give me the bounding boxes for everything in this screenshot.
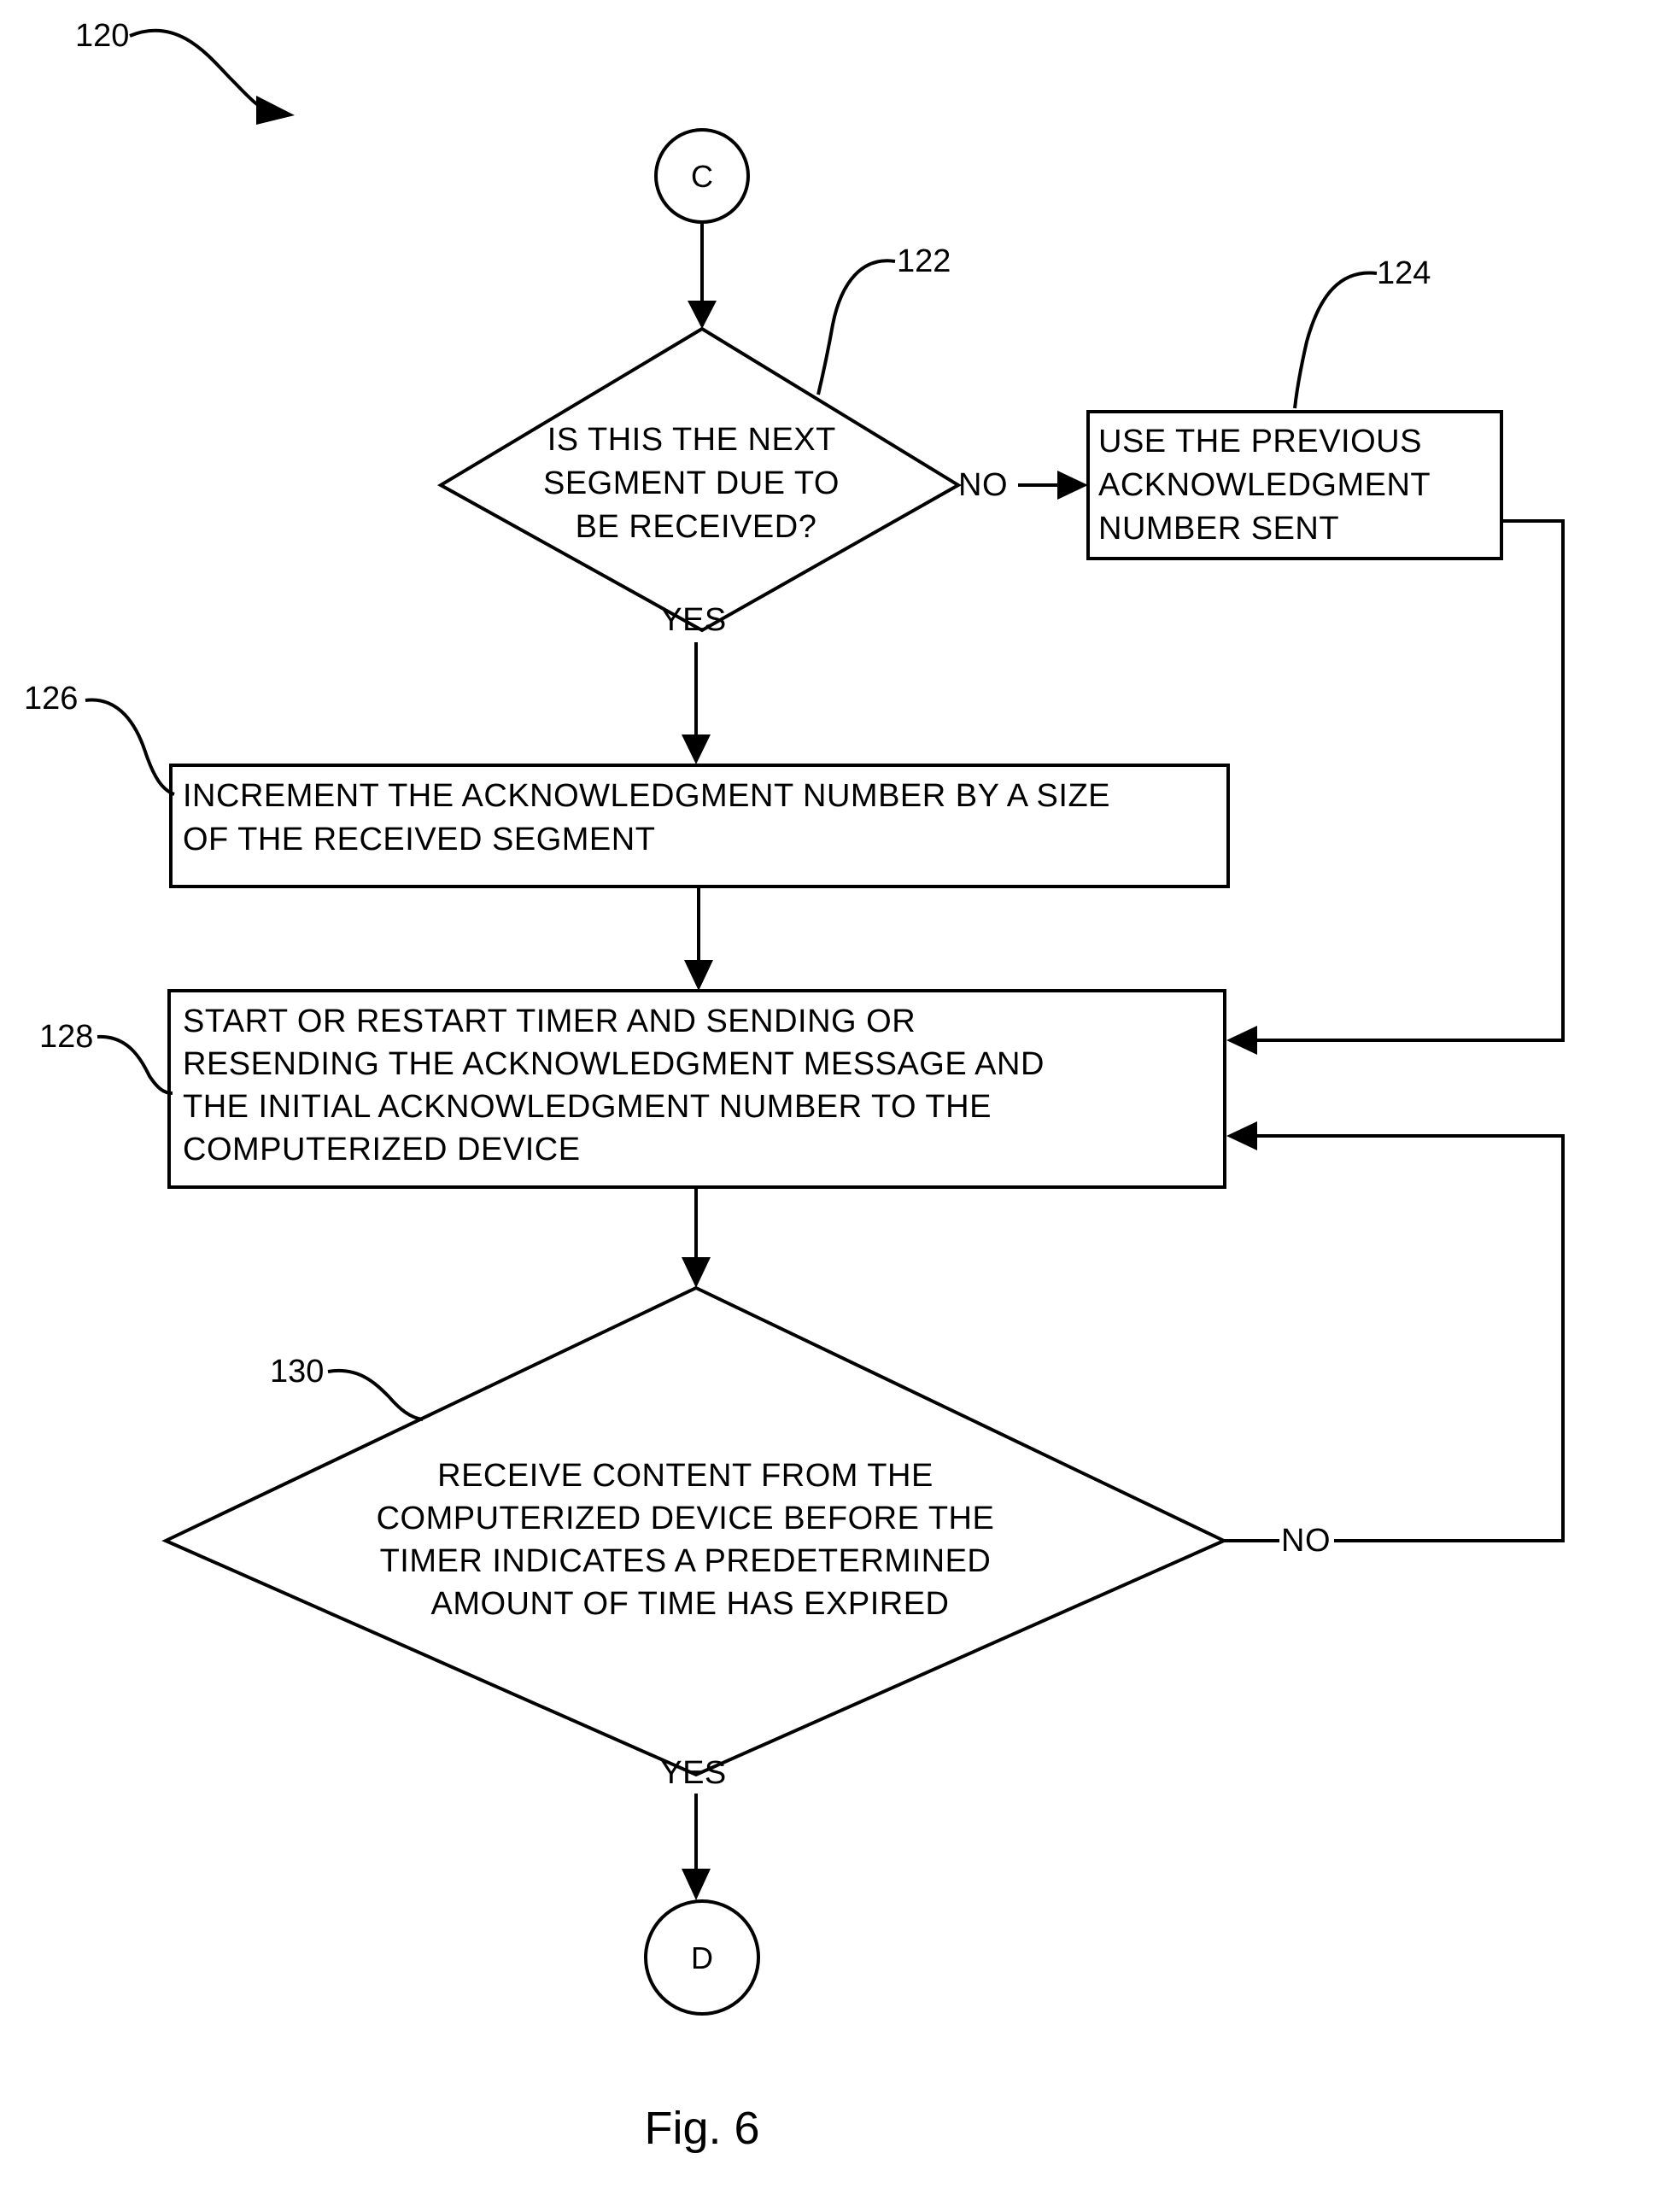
decision-130-line-2: COMPUTERIZED DEVICE BEFORE THE (377, 1501, 995, 1536)
ref-leader-120 (130, 31, 272, 113)
arrow-no-loop-line-2 (1247, 1136, 1563, 1541)
box-128-line-2: RESENDING THE ACKNOWLEDGMENT MESSAGE AND (183, 1046, 1045, 1082)
decision-130-no-label: NO (1281, 1523, 1331, 1559)
box-126-line-2: OF THE RECEIVED SEGMENT (183, 822, 655, 857)
ref-label-126: 126 (24, 681, 78, 717)
arrowhead-box-128-from-130 (1226, 1121, 1257, 1150)
arrowhead-decision-130 (682, 1257, 711, 1288)
arrowhead-end-connector (682, 1869, 711, 1900)
arrowhead-box-124 (1057, 471, 1088, 500)
ref-arrowhead-120 (256, 96, 295, 125)
decision-130-line-1: RECEIVE CONTENT FROM THE (437, 1458, 933, 1494)
ref-label-128: 128 (39, 1019, 93, 1055)
end-connector-label: D (691, 1940, 713, 1975)
ref-leader-128 (97, 1037, 173, 1093)
box-128-line-3: THE INITIAL ACKNOWLEDGMENT NUMBER TO THE (183, 1089, 992, 1125)
arrowhead-box-128-from-124 (1226, 1026, 1257, 1055)
box-128-line-1: START OR RESTART TIMER AND SENDING OR (183, 1004, 916, 1039)
ref-label-130: 130 (270, 1354, 324, 1390)
ref-label-122: 122 (897, 243, 951, 279)
box-124-line-3: NUMBER SENT (1098, 511, 1339, 547)
decision-130-line-4: AMOUNT OF TIME HAS EXPIRED (430, 1586, 949, 1622)
decision-130-yes-label: YES (660, 1755, 727, 1791)
decision-122-no-label: NO (958, 467, 1008, 503)
decision-122-yes-label: YES (660, 602, 727, 638)
arrowhead-box-126 (682, 734, 711, 764)
arrowhead-decision-122 (688, 301, 717, 329)
ref-leader-124 (1295, 272, 1377, 408)
ref-label-120: 120 (75, 18, 129, 54)
decision-122-line-3: BE RECEIVED? (576, 509, 817, 545)
ref-leader-126 (85, 700, 174, 794)
decision-122-line-2: SEGMENT DUE TO (543, 465, 840, 501)
start-connector-label: C (691, 159, 713, 194)
decision-130-line-3: TIMER INDICATES A PREDETERMINED (380, 1543, 992, 1579)
ref-label-124: 124 (1377, 255, 1431, 291)
decision-122-text: IS THIS THE NEXT SEGMENT DUE TO BE RECEI… (543, 422, 849, 545)
figure-caption: Fig. 6 (644, 2103, 759, 2154)
box-126-line-1: INCREMENT THE ACKNOWLEDGMENT NUMBER BY A… (183, 778, 1110, 814)
arrow-box-124-to-box-128 (1247, 521, 1563, 1040)
decision-122-line-1: IS THIS THE NEXT (547, 422, 835, 458)
box-124-line-2: ACKNOWLEDGMENT (1098, 467, 1430, 503)
ref-leader-130 (328, 1371, 423, 1419)
box-128-line-4: COMPUTERIZED DEVICE (183, 1132, 581, 1167)
arrowhead-box-128-from-126 (684, 960, 713, 991)
box-124-line-1: USE THE PREVIOUS (1098, 424, 1422, 459)
ref-leader-122 (818, 260, 895, 395)
